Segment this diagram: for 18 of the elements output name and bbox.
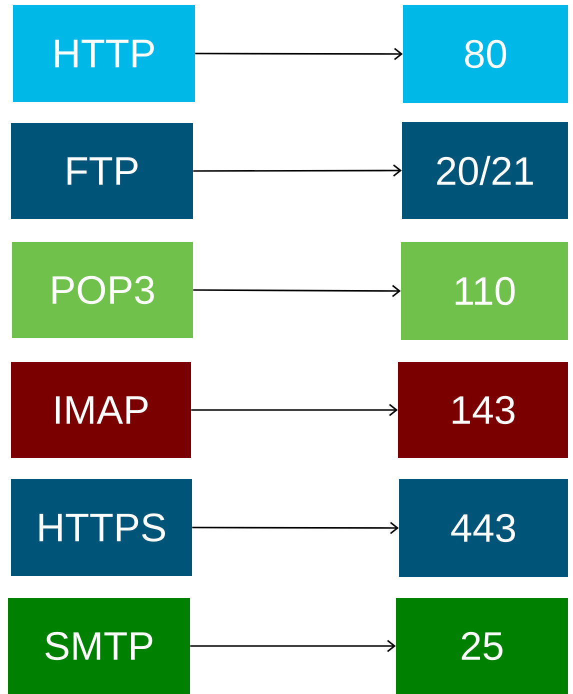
arrow — [195, 48, 403, 60]
label-box: 20/21 — [402, 122, 568, 219]
label-box: 80 — [403, 5, 568, 103]
arrow — [193, 164, 402, 177]
label-box: HTTP — [13, 5, 195, 102]
arrow — [190, 640, 396, 652]
arrow — [192, 522, 399, 534]
label-box: 143 — [398, 362, 568, 458]
label-box: SMTP — [8, 598, 190, 694]
label-box: POP3 — [12, 242, 193, 338]
label-box: 443 — [399, 479, 568, 577]
label-box: FTP — [11, 123, 193, 219]
arrow — [193, 284, 401, 298]
label-box: 110 — [401, 242, 568, 340]
label-box: 25 — [396, 598, 568, 694]
label-box: IMAP — [11, 362, 191, 458]
label-box: HTTPS — [11, 479, 192, 576]
arrow — [191, 404, 398, 416]
